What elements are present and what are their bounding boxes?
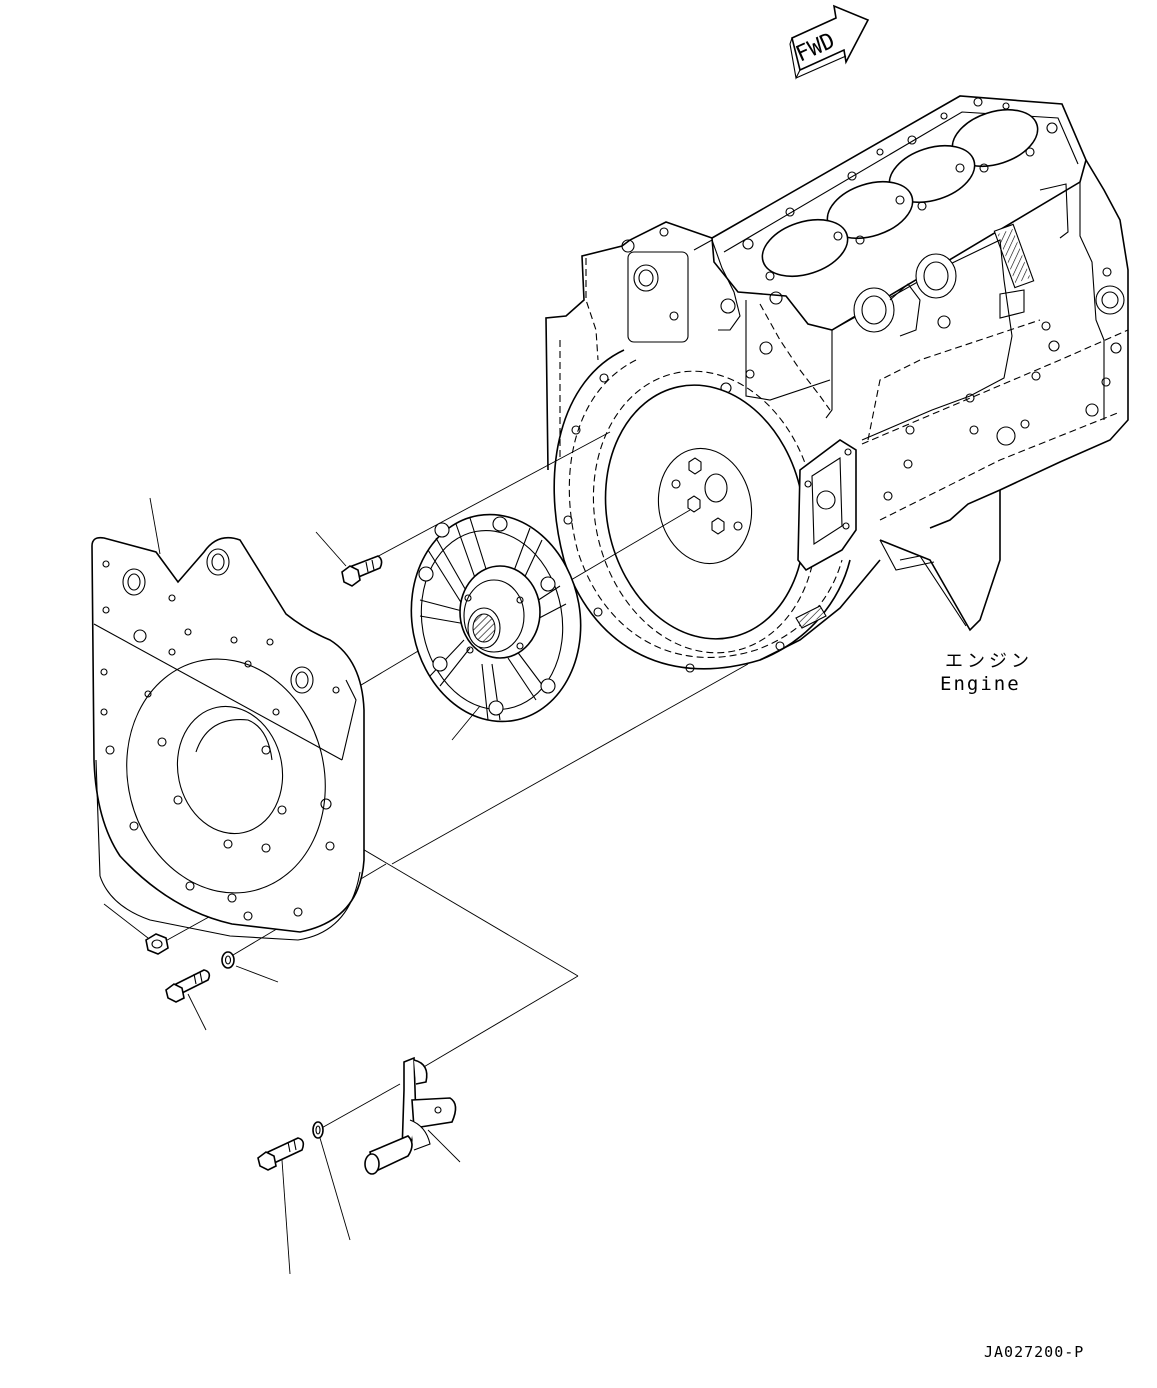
nut bbox=[145, 933, 169, 955]
engine-label-jp: エンジン bbox=[945, 651, 1033, 672]
sensor-bracket bbox=[364, 1056, 457, 1175]
adapter-plate bbox=[91, 536, 365, 941]
engine-label-en: Engine bbox=[940, 673, 1021, 695]
damper-mounting-bolt bbox=[341, 555, 383, 587]
washer-upper bbox=[221, 951, 235, 969]
washer-lower bbox=[312, 1121, 324, 1139]
bolt-lower-left bbox=[165, 969, 211, 1003]
drawing-code: JA027200-P bbox=[984, 1343, 1084, 1361]
deck-bolt-holes bbox=[742, 97, 1058, 281]
flywheel-damper-coupling bbox=[410, 513, 582, 723]
fwd-direction-arrow: FWD bbox=[789, 4, 870, 80]
callout-leaders bbox=[103, 497, 481, 1275]
engine-block bbox=[545, 95, 1129, 673]
bolt-lower-bracket bbox=[257, 1137, 305, 1171]
cylinder-bores bbox=[761, 108, 1039, 278]
adapter-plate-holes bbox=[100, 548, 340, 921]
